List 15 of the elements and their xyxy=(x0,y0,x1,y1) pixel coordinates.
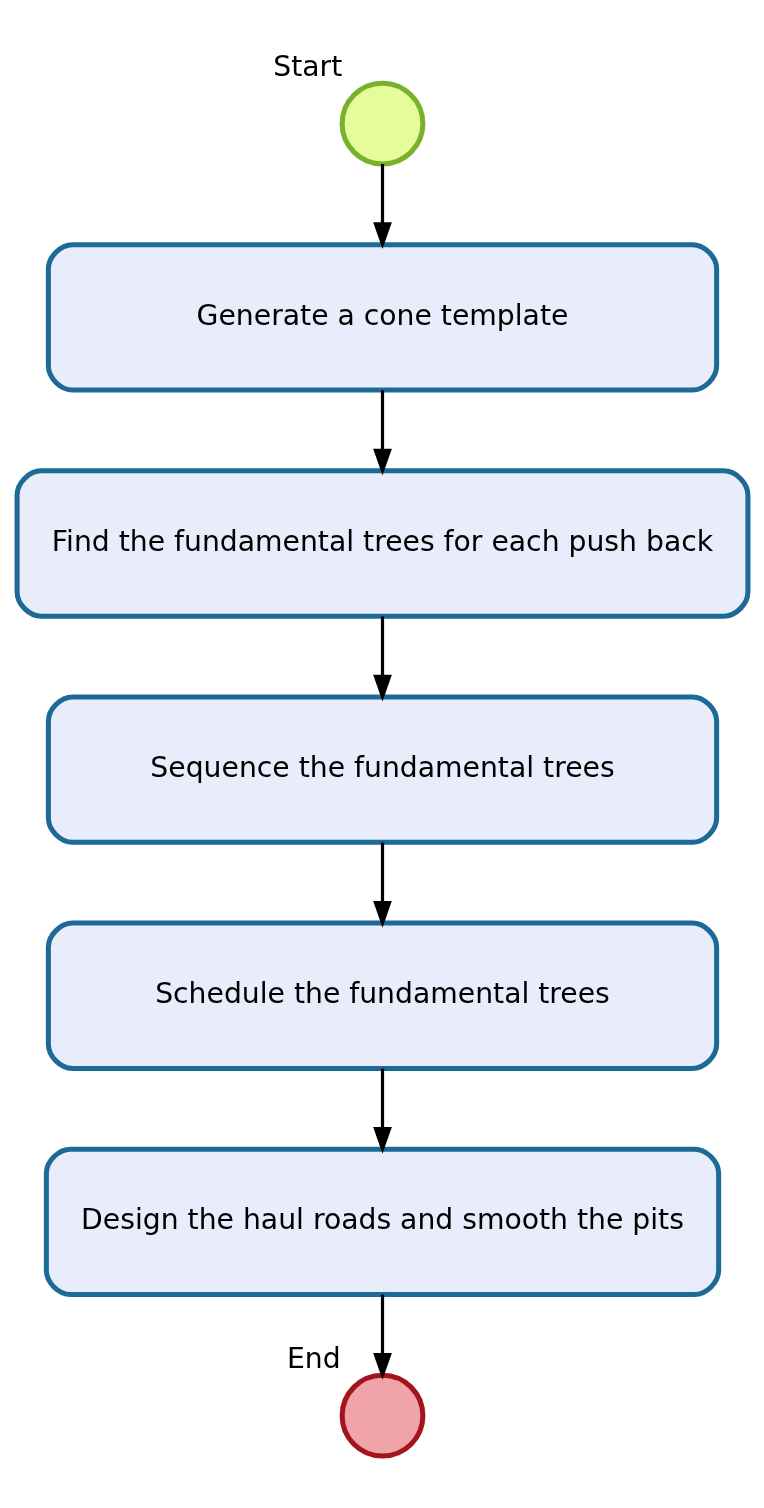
arrow xyxy=(372,163,392,249)
node-box: Generate a cone template xyxy=(45,241,719,393)
arrow xyxy=(372,1294,392,1380)
arrow xyxy=(372,842,392,928)
node-box: Schedule the fundamental trees xyxy=(45,920,719,1071)
node-box: Sequence the fundamental trees xyxy=(45,693,719,845)
node-label: End xyxy=(286,1341,341,1375)
node-circle xyxy=(339,80,425,166)
node-label: Start xyxy=(272,49,342,83)
arrow xyxy=(372,615,392,702)
arrow xyxy=(372,389,392,475)
node-circle xyxy=(339,1372,425,1459)
node-box: Design the haul roads and smooth the pits xyxy=(43,1146,721,1297)
arrow xyxy=(372,1068,392,1154)
node-box: Find the fundamental trees for each push back xyxy=(14,467,750,619)
